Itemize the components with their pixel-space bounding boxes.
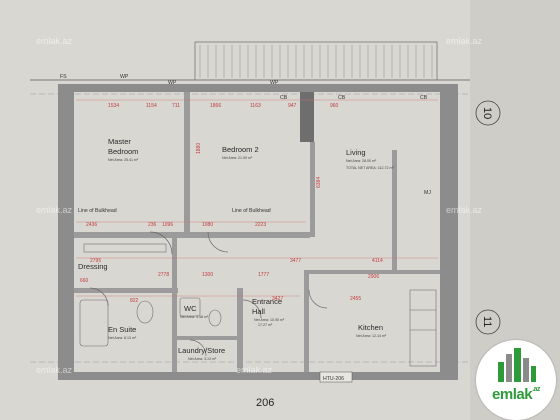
dim-1866: 1866 xyxy=(210,103,221,109)
cb-label-1: CB xyxy=(280,95,288,101)
logo-brand: emlak xyxy=(492,386,533,403)
watermark-6: emlak.az xyxy=(236,365,273,375)
room-en-suite: En Suite xyxy=(108,325,136,334)
dim-822: 822 xyxy=(130,298,139,304)
room-laundry-store: Laundry/Store xyxy=(178,346,225,355)
dim-1154: 1154 xyxy=(146,103,157,109)
dim-2223: 2223 xyxy=(255,222,266,228)
room-living: Living xyxy=(346,148,366,157)
dim-3427: 3427 xyxy=(272,296,283,302)
dim-2436: 2436 xyxy=(86,222,97,228)
laundry-store-area: Net Area: 3.13 m² xyxy=(188,357,217,361)
wp-label-2: WP xyxy=(168,80,177,86)
bedroom2-area: Net Area: 21.99 m² xyxy=(222,156,253,160)
watermark-2: emlak.az xyxy=(446,36,483,46)
dim-1096: 1096 xyxy=(162,222,173,228)
room-entrance-hall-line1: Entrance xyxy=(252,297,282,306)
dim-1300: 1300 xyxy=(202,272,213,278)
dim-2906: 2906 xyxy=(368,274,379,280)
cb-label-2: CB xyxy=(338,95,346,101)
dim-1080: 1080 xyxy=(202,222,213,228)
dim-6384: 6384 xyxy=(316,177,322,188)
grid-axes xyxy=(30,93,501,363)
fs-label: FS xyxy=(60,74,67,80)
htu-tag: HTU-206 xyxy=(323,376,344,382)
wp-label-1: WP xyxy=(120,74,129,80)
dim-4114: 4114 xyxy=(372,258,383,264)
paper-sheet xyxy=(0,0,470,420)
dim-1777: 1777 xyxy=(258,272,269,278)
total-net-area: TOTAL NET AREA: 112.72 m² xyxy=(346,166,395,170)
watermark-4: emlak.az xyxy=(446,205,483,215)
entrance-hall-area-2: 17.27 m² xyxy=(258,323,273,327)
room-entrance-hall-line2: Hall xyxy=(252,307,265,316)
bulkhead-label-1: Line of Bulkhead xyxy=(78,208,117,214)
dim-2778: 2778 xyxy=(158,272,169,278)
emlak-logo: emlak.az xyxy=(476,340,556,420)
kitchen-area: Net Area: 12.14 m² xyxy=(356,334,387,338)
room-kitchen: Kitchen xyxy=(358,323,383,332)
dim-2795: 2795 xyxy=(90,258,101,264)
exterior-walls xyxy=(58,84,458,380)
dim-1163: 1163 xyxy=(250,103,261,109)
city-skyline-icon xyxy=(498,348,536,382)
axis-label-10: 10 xyxy=(481,107,493,119)
dimension-lines xyxy=(76,99,438,297)
watermark-3: emlak.az xyxy=(36,205,73,215)
room-bedroom2: Bedroom 2 xyxy=(222,145,259,154)
en-suite-area: Net Area: 8.13 m² xyxy=(108,336,137,340)
living-area: Net Area: 28.00 m² xyxy=(346,159,377,163)
room-wc: WC xyxy=(184,304,197,313)
fixtures xyxy=(79,243,437,367)
dim-2455: 2455 xyxy=(350,296,361,302)
wc-area: Net Area: 3.48 m² xyxy=(180,315,209,319)
dim-960: 960 xyxy=(330,103,339,109)
watermark-1: emlak.az xyxy=(36,36,73,46)
entrance-hall-area: Net Area: 10.90 m² xyxy=(254,318,285,322)
axis-label-11: 11 xyxy=(481,316,493,327)
wp-label-3: WP xyxy=(270,80,279,86)
room-master-bedroom-line2: Bedroom xyxy=(108,147,138,156)
dim-3477: 3477 xyxy=(290,258,301,264)
bulkhead-label-2: Line of Bulkhead xyxy=(232,208,271,214)
balcony xyxy=(30,41,470,81)
dim-1534: 1534 xyxy=(108,103,119,109)
room-master-bedroom-line1: Master xyxy=(108,137,131,146)
logo-wordmark: emlak.az xyxy=(476,386,556,403)
dim-660: 660 xyxy=(80,278,89,284)
cb-label-3: CB xyxy=(420,95,428,101)
watermark-5: emlak.az xyxy=(36,365,73,375)
interior-walls xyxy=(74,92,440,372)
htu-tag-box xyxy=(319,371,353,383)
unit-number: 206 xyxy=(256,397,274,409)
dim-947: 947 xyxy=(288,103,297,109)
logo-tld: .az xyxy=(532,386,540,393)
master-bedroom-area: Net Area: 25.41 m² xyxy=(108,158,139,162)
room-dressing: Dressing xyxy=(78,262,108,271)
dim-236: 236 xyxy=(148,222,157,228)
dim-1880: 1880 xyxy=(196,143,202,154)
dim-711: 711 xyxy=(172,103,180,109)
mj-label: MJ xyxy=(424,190,431,196)
